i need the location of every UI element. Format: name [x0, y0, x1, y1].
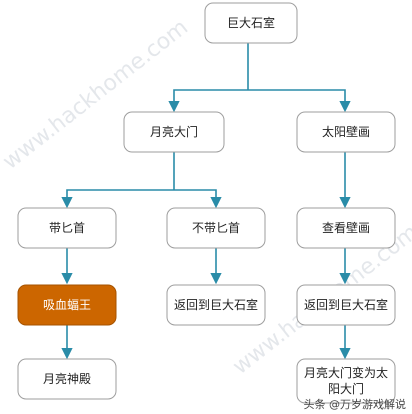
node-moon-door-label: 月亮大门	[150, 124, 198, 139]
node-sun-mural-label: 太阳壁画	[322, 124, 370, 139]
node-moon-to-sun-label-line1: 月亮大门变为太	[304, 365, 388, 380]
node-without-dagger: 不带匕首	[166, 207, 266, 249]
node-moon-to-sun-label-line2: 阳大门	[328, 381, 364, 396]
node-return-b: 返回到巨大石室	[296, 284, 396, 326]
node-moon-temple-label: 月亮神殿	[43, 371, 91, 386]
node-view-mural-label: 查看壁画	[322, 220, 370, 235]
edge-split-without-dagger	[174, 189, 222, 209]
node-bat-king: 吸血蝠王	[17, 284, 117, 326]
node-moon-door: 月亮大门	[123, 111, 225, 153]
edge-split-left	[168, 89, 248, 113]
node-sun-mural: 太阳壁画	[296, 111, 396, 153]
node-moon-to-sun: 月亮大门变为太 阳大门	[296, 358, 396, 404]
node-root: 巨大石室	[204, 2, 298, 44]
edges	[61, 42, 351, 360]
node-bat-king-label: 吸血蝠王	[43, 298, 91, 312]
node-moon-temple: 月亮神殿	[17, 358, 117, 400]
edge-split-with-dagger	[61, 189, 174, 209]
node-return-a: 返回到巨大石室	[166, 284, 266, 326]
node-without-dagger-label: 不带匕首	[192, 221, 240, 235]
node-with-dagger: 带匕首	[17, 207, 117, 249]
node-return-b-label: 返回到巨大石室	[304, 297, 388, 312]
credit-text: 头条 @万岁游戏解说	[304, 397, 407, 411]
node-return-a-label: 返回到巨大石室	[174, 297, 258, 312]
node-view-mural: 查看壁画	[296, 207, 396, 249]
node-with-dagger-label: 带匕首	[49, 221, 85, 235]
node-root-label: 巨大石室	[227, 15, 275, 30]
edge-split-right	[248, 89, 351, 113]
